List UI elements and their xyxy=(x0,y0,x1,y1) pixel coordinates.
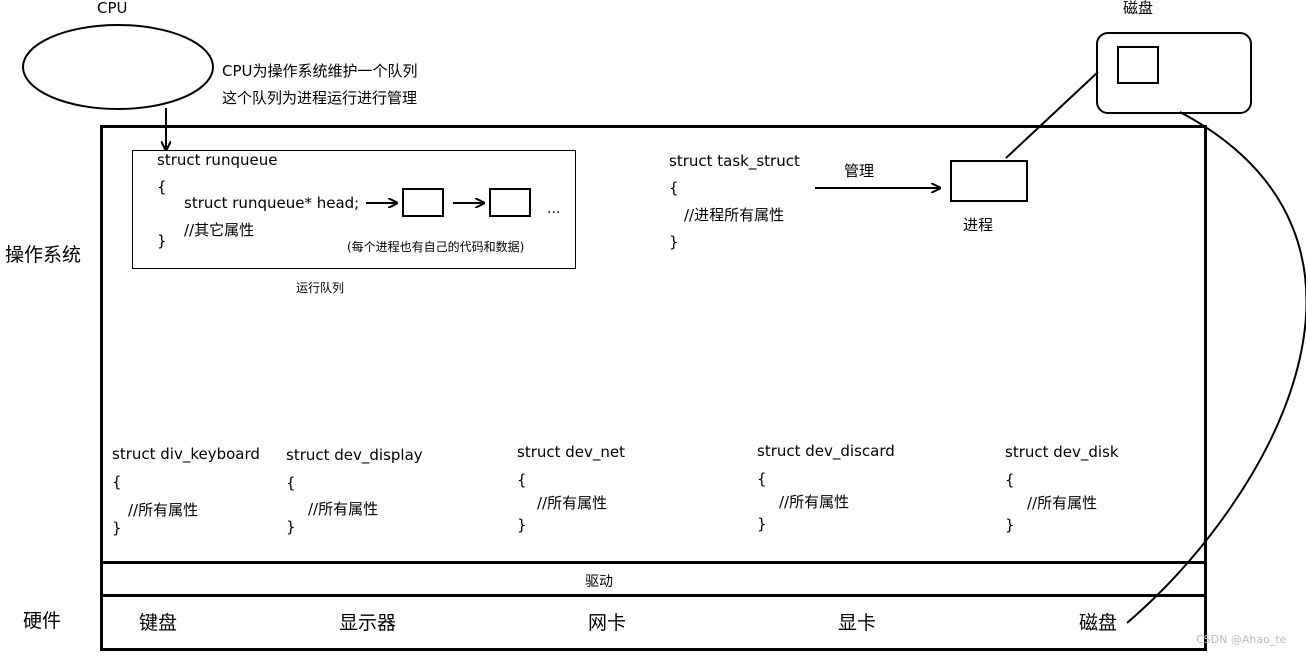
runqueue-other-field: //其它属性 xyxy=(184,221,255,239)
cpu-ellipse xyxy=(22,24,214,110)
device-decl: struct dev_disk xyxy=(1005,443,1119,461)
manage-label: 管理 xyxy=(844,162,875,180)
runqueue-open-brace: { xyxy=(157,178,167,196)
disk-to-process-line xyxy=(1005,71,1099,159)
device-body: //所有属性 xyxy=(779,493,850,511)
runqueue-close-brace: } xyxy=(157,232,167,250)
process-label: 进程 xyxy=(963,216,994,234)
device-struct-disk: struct dev_disk { //所有属性 } xyxy=(1005,438,1119,539)
device-open-brace: { xyxy=(1005,471,1015,489)
runqueue-decl: struct runqueue xyxy=(157,151,278,169)
device-body: //所有属性 xyxy=(128,501,199,519)
device-close-brace: } xyxy=(757,515,767,533)
device-decl: struct dev_net xyxy=(517,443,626,461)
device-close-brace: } xyxy=(286,518,296,536)
device-decl: struct div_keyboard xyxy=(112,445,260,463)
cpu-label: CPU xyxy=(97,0,128,17)
watermark: CSDN @Ahao_te xyxy=(1196,633,1287,646)
cpu-note-line2: 这个队列为进程运行进行管理 xyxy=(222,89,418,107)
disk-top-label: 磁盘 xyxy=(1123,0,1154,17)
hardware-graphics-card: 显卡 xyxy=(838,612,877,634)
hardware-network-card: 网卡 xyxy=(588,612,627,634)
hardware-keyboard: 键盘 xyxy=(139,612,178,634)
device-decl: struct dev_discard xyxy=(757,442,895,460)
device-close-brace: } xyxy=(112,519,122,537)
hardware-box xyxy=(100,594,1207,651)
device-struct-keyboard: struct div_keyboard { //所有属性 } xyxy=(112,440,260,542)
device-struct-discard: struct dev_discard { //所有属性 } xyxy=(757,437,895,538)
device-open-brace: { xyxy=(757,470,767,488)
runqueue-caption: 运行队列 xyxy=(296,281,345,295)
runqueue-note: (每个进程也有自己的代码和数据) xyxy=(347,240,525,254)
hardware-disk: 磁盘 xyxy=(1079,612,1118,634)
disk-device-box xyxy=(1096,32,1252,114)
task-struct-close-brace: } xyxy=(669,233,679,251)
runqueue-box xyxy=(132,150,576,269)
process-node-2 xyxy=(489,188,531,217)
task-struct-open-brace: { xyxy=(669,179,679,197)
hardware-display: 显示器 xyxy=(339,612,397,634)
disk-inner-block xyxy=(1117,46,1159,84)
device-struct-display: struct dev_display { //所有属性 } xyxy=(286,441,423,541)
device-body: //所有属性 xyxy=(308,500,379,518)
runqueue-ellipsis: ... xyxy=(547,201,561,217)
runqueue-head-field: struct runqueue* head; xyxy=(184,194,360,212)
driver-box xyxy=(100,561,1207,597)
os-label: 操作系统 xyxy=(5,244,82,266)
device-open-brace: { xyxy=(112,473,122,491)
device-open-brace: { xyxy=(517,471,527,489)
device-decl: struct dev_display xyxy=(286,446,423,464)
cpu-note-line1: CPU为操作系统维护一个队列 xyxy=(222,62,418,80)
driver-label: 驱动 xyxy=(585,574,613,590)
hardware-label: 硬件 xyxy=(23,610,62,632)
device-close-brace: } xyxy=(1005,516,1015,534)
process-block xyxy=(950,160,1028,202)
task-struct-body: //进程所有属性 xyxy=(684,206,785,224)
device-close-brace: } xyxy=(517,516,527,534)
device-body: //所有属性 xyxy=(537,494,608,512)
device-open-brace: { xyxy=(286,474,296,492)
device-body: //所有属性 xyxy=(1027,494,1098,512)
device-struct-net: struct dev_net { //所有属性 } xyxy=(517,438,625,539)
task-struct-decl: struct task_struct xyxy=(669,152,800,170)
process-node-1 xyxy=(402,188,444,217)
